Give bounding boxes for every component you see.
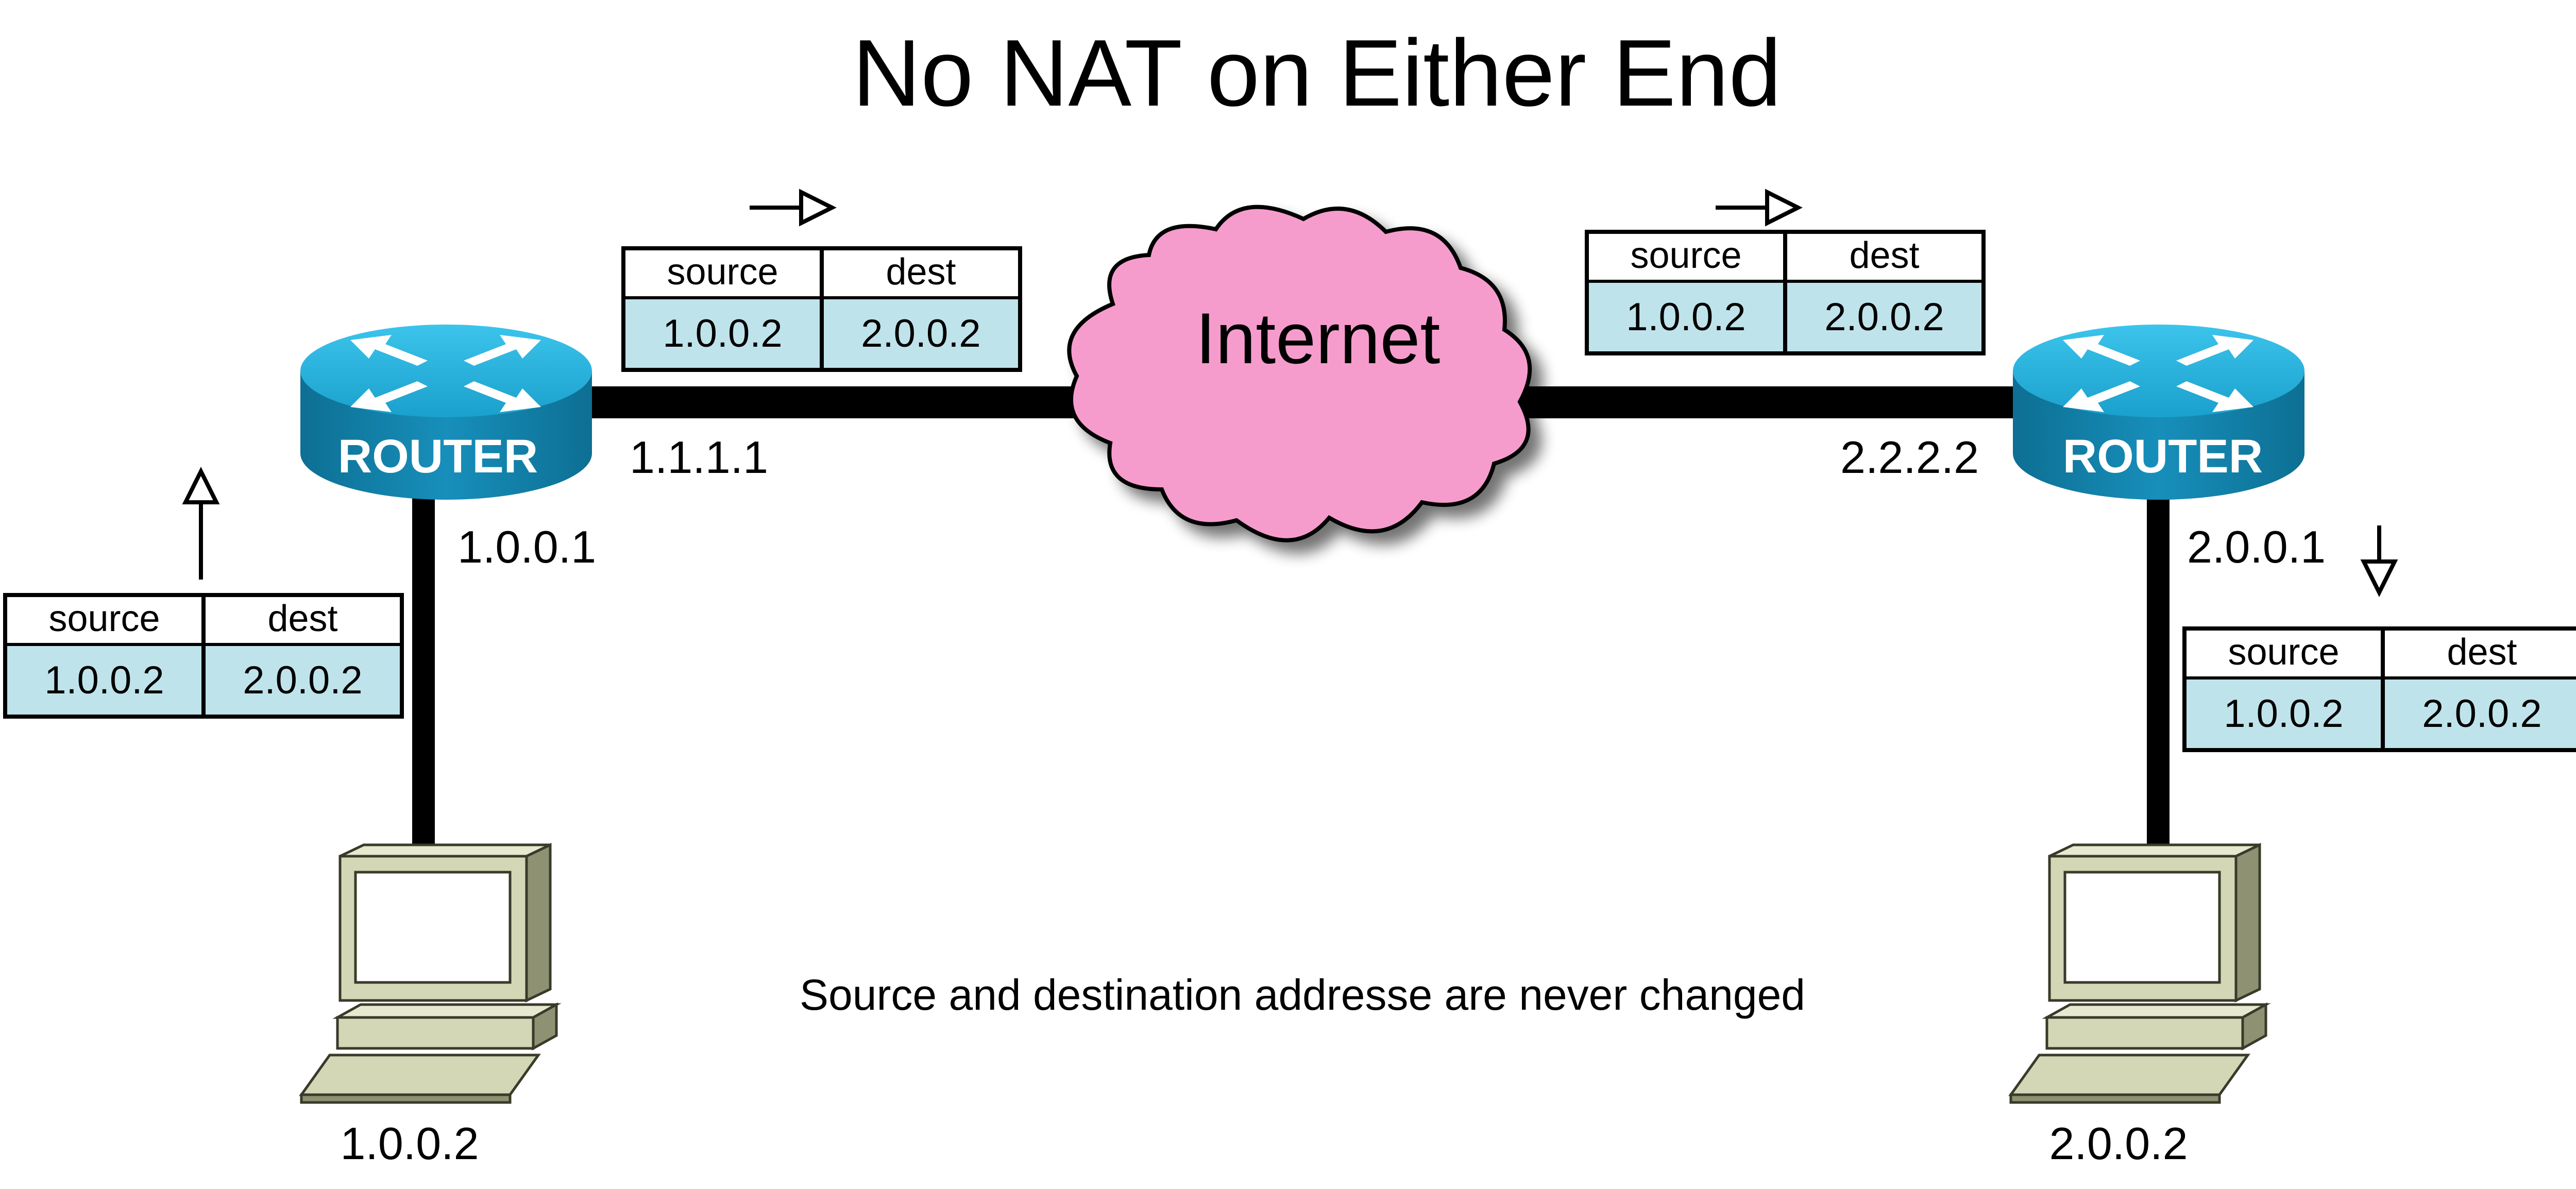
router-top [2013,325,2304,417]
ip-left-host: 1.0.0.2 [340,1118,479,1169]
cloud-shape [1067,205,1532,542]
table-header-row [2184,629,2576,678]
ip-labels: 1.1.1.1 1.0.0.1 2.2.2.2 2.0.0.1 1.0.0.2 … [340,432,2326,1169]
router-left: ROUTER [300,325,592,500]
monitor-top [339,843,551,858]
header-dest: dest [2447,632,2517,673]
host-computer-right [2008,843,2271,1104]
monitor-side [2234,843,2261,1003]
packet-tables: source dest 1.0.0.2 2.0.0.2 source dest 1.0.0.… [3,189,2576,752]
header-source: source [667,251,778,293]
source-address: 1.0.0.2 [44,658,164,702]
dest-address: 2.0.0.2 [1824,295,1944,339]
dest-address: 2.0.0.2 [243,658,362,702]
cpu-front [336,1016,535,1050]
host-computer-left [299,843,562,1104]
monitor-side [525,843,552,1003]
internet-cloud: Internet [1067,205,1532,542]
link-cloud-to-right-router [1515,386,2022,418]
ip-left-router-wan: 1.1.1.1 [630,432,768,483]
direction-arrow-down-icon [2360,525,2398,597]
header-source: source [48,598,160,639]
arrow-head [1765,189,1803,227]
router-arrows-icon [350,335,541,412]
router-arrows-icon [2063,335,2253,412]
keyboard-edge [2009,1093,2221,1104]
cloud-label: Internet [1196,298,1440,379]
cpu-top [2042,1003,2271,1019]
links [412,386,2170,857]
source-address: 1.0.0.2 [1626,295,1745,339]
source-address: 1.0.0.2 [663,312,782,355]
ip-left-router-lan: 1.0.0.1 [457,521,596,572]
router-top [300,325,592,417]
direction-arrow-up-icon [182,467,220,580]
header-dest: dest [267,598,337,639]
dest-address: 2.0.0.2 [2422,692,2541,736]
packet-table-left-lan: source dest 1.0.0.2 2.0.0.2 [3,467,404,719]
keyboard [299,1054,541,1096]
ip-right-router-lan: 2.0.0.1 [2187,521,2326,572]
keyboard-edge [300,1093,512,1104]
header-source: source [2228,632,2339,673]
source-address: 1.0.0.2 [2224,692,2343,736]
keyboard [2008,1054,2250,1096]
monitor-top [2048,843,2261,858]
header-dest: dest [886,251,956,293]
diagram-title: No NAT on Either End [852,20,1781,126]
ip-right-router-wan: 2.2.2.2 [1840,432,1979,483]
monitor-screen [354,871,512,984]
packet-table-right-wan: source dest 1.0.0.2 2.0.0.2 [1585,189,1986,355]
monitor-screen [2063,871,2221,984]
link-right-router-to-host [2147,489,2170,857]
header-source: source [1630,235,1741,276]
cpu-side [2241,1002,2267,1051]
header-dest: dest [1849,235,1919,276]
packet-table-right-lan: source dest 1.0.0.2 2.0.0.2 [2182,525,2576,752]
ip-right-host: 2.0.0.2 [2049,1118,2188,1169]
link-left-router-to-cloud [587,386,1077,418]
cpu-side [532,1002,558,1051]
direction-arrow-right-icon [1716,189,1803,227]
dest-address: 2.0.0.2 [861,312,980,355]
cpu-top [332,1003,562,1019]
link-left-router-to-host [412,484,435,857]
caption: Source and destination addresse are neve… [800,971,1805,1019]
packet-table-left-wan: source dest 1.0.0.2 2.0.0.2 [621,189,1022,372]
arrow-head [799,189,837,227]
router-right: ROUTER [2013,325,2304,500]
arrow-head [182,467,220,504]
table-value-row [2184,678,2576,750]
arrow-head [2360,559,2398,597]
router-label: ROUTER [2063,430,2263,483]
cpu-front [2045,1016,2244,1050]
direction-arrow-right-icon [750,189,837,227]
router-label: ROUTER [338,430,538,483]
